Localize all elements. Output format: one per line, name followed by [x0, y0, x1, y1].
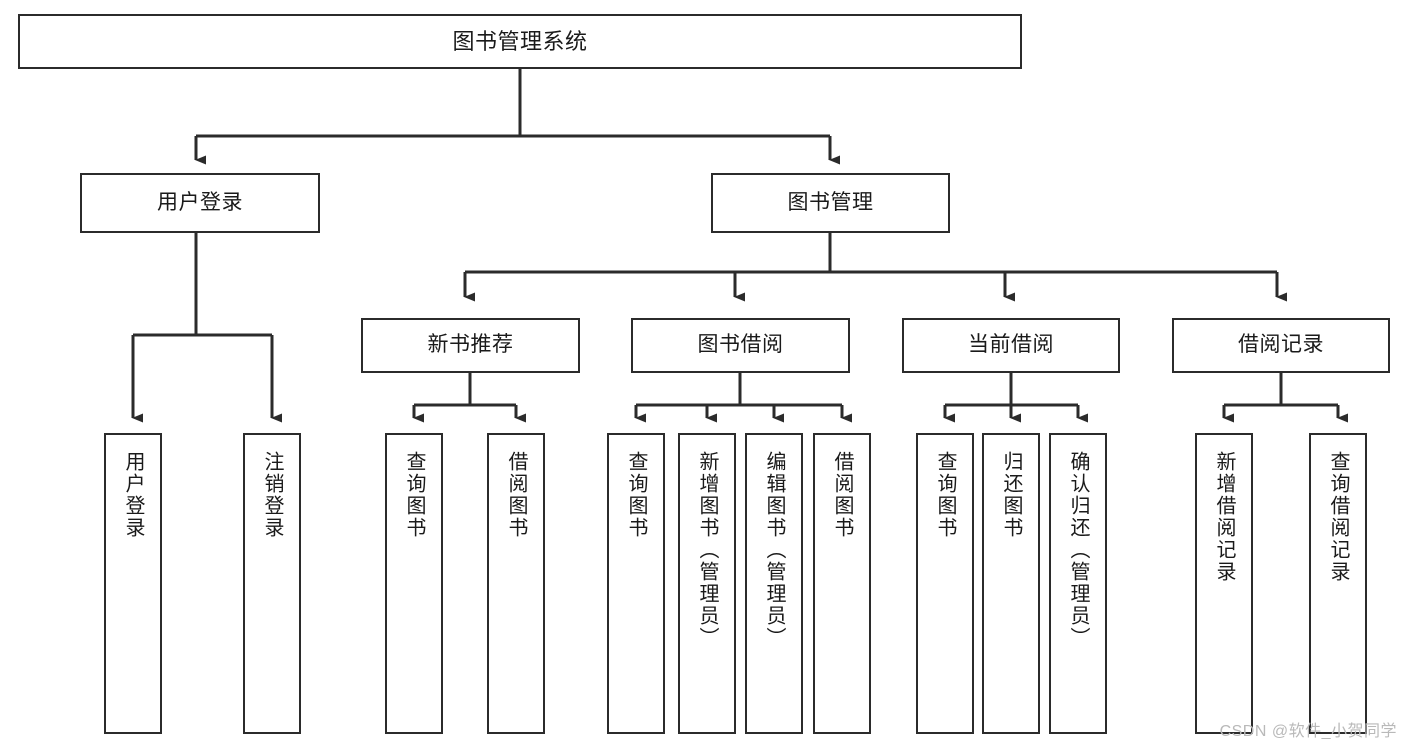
node-leaf-logout[interactable]: 注销登录: [243, 433, 301, 734]
node-leaf-borrow-book-2-label: 借阅图书: [831, 451, 853, 539]
node-leaf-query-record[interactable]: 查询借阅记录: [1309, 433, 1367, 734]
node-leaf-add-book[interactable]: 新增图书（管理员）: [678, 433, 736, 734]
node-new-book-recommend[interactable]: 新书推荐: [361, 318, 580, 373]
node-root-system[interactable]: 图书管理系统: [18, 14, 1022, 69]
node-leaf-query-record-label: 查询借阅记录: [1327, 451, 1349, 583]
node-borrow-record-label: 借阅记录: [1238, 333, 1324, 357]
node-leaf-borrow-book-1-label: 借阅图书: [505, 451, 527, 539]
node-leaf-edit-book[interactable]: 编辑图书（管理员）: [745, 433, 803, 734]
node-leaf-query-book-3-label: 查询图书: [934, 451, 956, 539]
node-borrow-record[interactable]: 借阅记录: [1172, 318, 1390, 373]
node-book-borrow[interactable]: 图书借阅: [631, 318, 850, 373]
node-leaf-user-login-label: 用户登录: [122, 451, 144, 539]
node-leaf-borrow-book-1[interactable]: 借阅图书: [487, 433, 545, 734]
node-leaf-return-book[interactable]: 归还图书: [982, 433, 1040, 734]
node-user-login-label: 用户登录: [157, 190, 243, 214]
node-leaf-confirm-return-label: 确认归还（管理员）: [1067, 451, 1089, 649]
node-new-book-recommend-label: 新书推荐: [427, 333, 514, 357]
node-current-borrow[interactable]: 当前借阅: [902, 318, 1120, 373]
node-book-manage-label: 图书管理: [787, 190, 874, 214]
node-leaf-query-book-1[interactable]: 查询图书: [385, 433, 443, 734]
node-book-manage[interactable]: 图书管理: [711, 173, 950, 233]
node-leaf-edit-book-label: 编辑图书（管理员）: [763, 451, 785, 649]
node-leaf-add-book-label: 新增图书（管理员）: [696, 451, 718, 649]
node-leaf-query-book-2-label: 查询图书: [625, 451, 647, 539]
node-leaf-query-book-3[interactable]: 查询图书: [916, 433, 974, 734]
node-book-borrow-label: 图书借阅: [697, 333, 784, 357]
node-root-system-label: 图书管理系统: [452, 28, 588, 54]
node-leaf-borrow-book-2[interactable]: 借阅图书: [813, 433, 871, 734]
node-current-borrow-label: 当前借阅: [968, 333, 1054, 357]
node-leaf-logout-label: 注销登录: [261, 451, 283, 539]
node-leaf-confirm-return[interactable]: 确认归还（管理员）: [1049, 433, 1107, 734]
node-leaf-return-book-label: 归还图书: [1000, 451, 1022, 539]
node-user-login[interactable]: 用户登录: [80, 173, 320, 233]
node-leaf-user-login[interactable]: 用户登录: [104, 433, 162, 734]
node-leaf-query-book-1-label: 查询图书: [403, 451, 425, 539]
node-leaf-add-record-label: 新增借阅记录: [1213, 451, 1235, 583]
node-leaf-query-book-2[interactable]: 查询图书: [607, 433, 665, 734]
node-leaf-add-record[interactable]: 新增借阅记录: [1195, 433, 1253, 734]
watermark-text: CSDN @软件_小贺同学: [1219, 723, 1397, 740]
